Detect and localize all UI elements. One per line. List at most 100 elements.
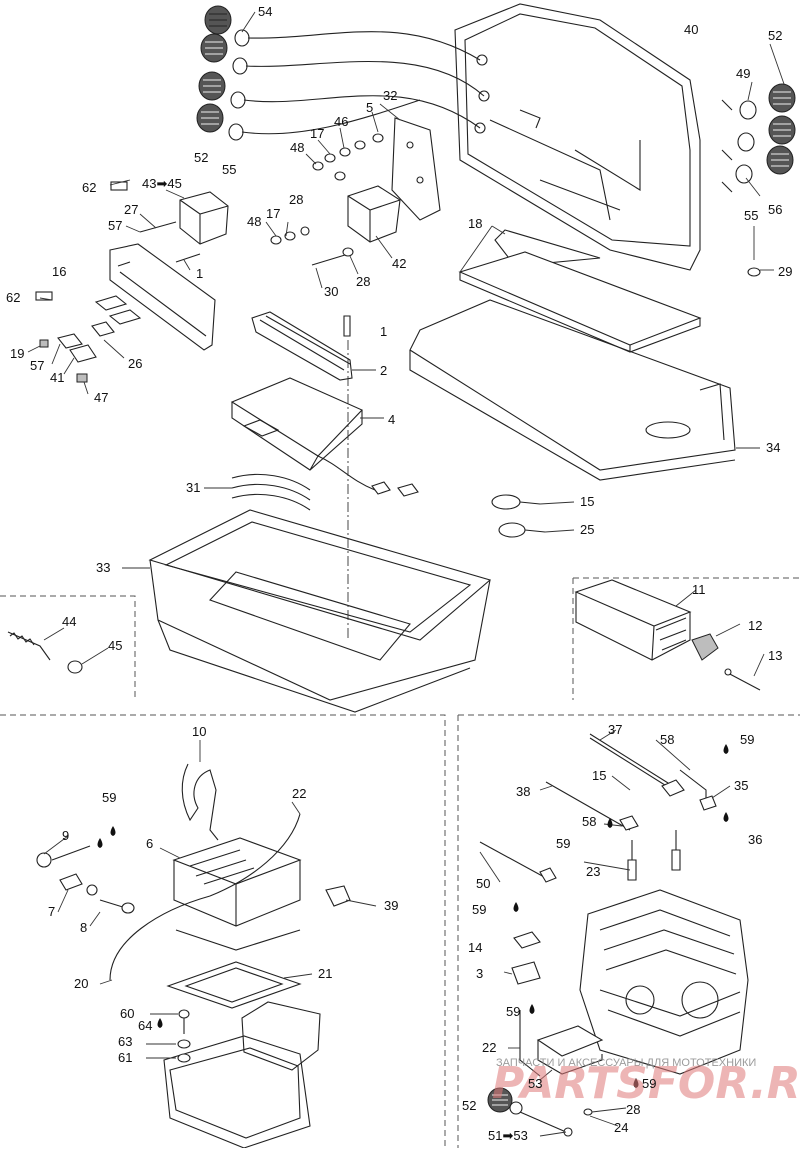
callout-44: 44 [62, 614, 76, 629]
callout-39: 39 [384, 898, 398, 913]
callout-59: 59 [506, 1004, 520, 1019]
callout-48: 48 [290, 140, 304, 155]
grommet-group-left [196, 5, 485, 141]
callout-25: 25 [580, 522, 594, 537]
relay-43 [110, 181, 229, 263]
callout-19: 19 [10, 346, 24, 361]
callout-45: 45 [108, 638, 122, 653]
callout-4: 4 [388, 412, 395, 427]
callout-52: 52 [768, 28, 782, 43]
callout-50: 50 [476, 876, 490, 891]
callout-17: 17 [266, 206, 280, 221]
callout-59: 59 [740, 732, 754, 747]
callout-31: 31 [186, 480, 200, 495]
callout-23: 23 [586, 864, 600, 879]
callout-15: 15 [592, 768, 606, 783]
callout-20: 20 [74, 976, 88, 991]
callout-57: 57 [108, 218, 122, 233]
callout-63: 63 [118, 1034, 132, 1049]
bracket-2 [251, 311, 353, 381]
callout-59: 59 [556, 836, 570, 851]
callout-28: 28 [356, 274, 370, 289]
callout-59: 59 [102, 790, 116, 805]
callout-27: 27 [124, 202, 138, 217]
section-dividers [0, 577, 800, 1148]
callout-18: 18 [468, 216, 482, 231]
callout-49: 49 [736, 66, 750, 81]
callout-38: 38 [516, 784, 530, 799]
callout-26: 26 [128, 356, 142, 371]
callout-42: 42 [392, 256, 406, 271]
oil-drop-icon [633, 1078, 639, 1088]
fuse-box-16 [35, 243, 216, 351]
callout-62: 62 [6, 290, 20, 305]
callout-53: 53 [528, 1076, 542, 1091]
oil-drop-icon [97, 838, 103, 848]
callout-41: 41 [50, 370, 64, 385]
callout-15: 15 [580, 494, 594, 509]
callout-54: 54 [258, 4, 272, 19]
callout-52: 52 [194, 150, 208, 165]
callout-28: 28 [289, 192, 303, 207]
oil-drop-icon [110, 826, 116, 836]
watermark-brand: PARTSFOR.RU [492, 1058, 800, 1109]
grommet-group-right [721, 83, 796, 193]
callout-1: 1 [196, 266, 203, 281]
callout-60: 60 [120, 1006, 134, 1021]
watermark: ЗАПЧАСТИ И АКСЕССУАРЫ ДЛЯ МОТОТЕХНИКИ PA… [492, 1057, 800, 1109]
enclosure-40 [454, 3, 701, 271]
callout-12: 12 [748, 618, 762, 633]
callout-3: 3 [476, 966, 483, 981]
battery-11 [574, 579, 761, 691]
oil-drop-icon [529, 1004, 535, 1014]
callout-34: 34 [766, 440, 780, 455]
callout-1: 1 [380, 324, 387, 339]
callout-64: 64 [138, 1018, 152, 1033]
oil-drop-icon [513, 902, 519, 912]
box-33 [148, 340, 492, 713]
module-42 [270, 185, 401, 266]
callout-37: 37 [608, 722, 622, 737]
callout-22: 22 [292, 786, 306, 801]
ecu-4 [230, 377, 419, 497]
callout-43-45: 43➡45 [142, 176, 182, 191]
callout-10: 10 [192, 724, 206, 739]
callout-46: 46 [334, 114, 348, 129]
callout-6: 6 [146, 836, 153, 851]
callout-35: 35 [734, 778, 748, 793]
callout-48: 48 [247, 214, 261, 229]
bracket-32 [312, 117, 441, 221]
tray-18-base-34 [409, 229, 736, 481]
callout-16: 16 [52, 264, 66, 279]
connectors-19-41-47 [39, 333, 97, 383]
fuse-holder-6 [36, 763, 351, 1149]
callout-17: 17 [310, 126, 324, 141]
oil-drop-icon [607, 818, 613, 828]
oil-drop-icon [723, 812, 729, 822]
callout-28: 28 [626, 1102, 640, 1117]
oil-drop-icons [97, 744, 729, 1088]
callout-51-53: 51➡53 [488, 1128, 528, 1143]
terminal-44 [7, 631, 83, 674]
oil-drop-icon [157, 1018, 163, 1028]
callout-8: 8 [80, 920, 87, 935]
callout-55: 55 [744, 208, 758, 223]
callout-11: 11 [692, 582, 706, 597]
callout-52: 52 [462, 1098, 476, 1113]
callout-5: 5 [366, 100, 373, 115]
callout-30: 30 [324, 284, 338, 299]
callout-29: 29 [778, 264, 792, 279]
callout-61: 61 [118, 1050, 132, 1065]
callout-59: 59 [642, 1076, 656, 1091]
callout-22: 22 [482, 1040, 496, 1055]
callout-14: 14 [468, 940, 482, 955]
callout-59: 59 [472, 902, 486, 917]
callout-7: 7 [48, 904, 55, 919]
callout-58: 58 [582, 814, 596, 829]
callout-labels: 54 40 52 49 52 55 32 5 46 17 48 56 55 29… [6, 4, 792, 1143]
callout-36: 36 [748, 832, 762, 847]
callout-32: 32 [383, 88, 397, 103]
callout-62: 62 [82, 180, 96, 195]
callout-58: 58 [660, 732, 674, 747]
